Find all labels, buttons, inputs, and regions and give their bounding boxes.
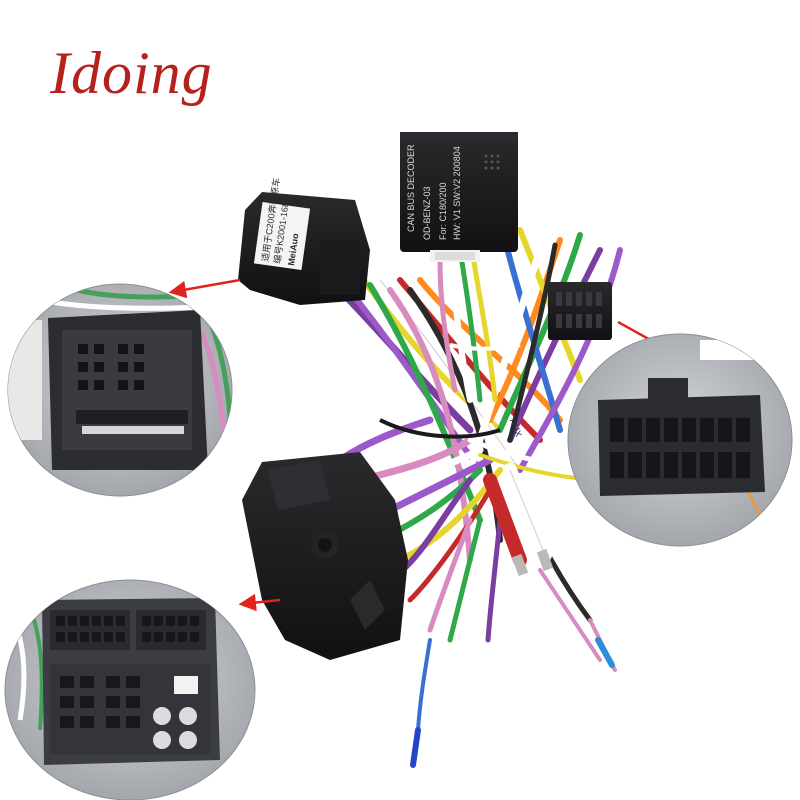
speaker-grille (484, 154, 500, 170)
wire-tips (410, 637, 617, 768)
main-harness-connector: 适用于C200奔驰原车 编号K2001-168 MeiAuo (238, 177, 370, 305)
arrow-left-icon (238, 593, 281, 612)
inset-left-connector-closeup (7, 283, 233, 497)
inset-right-connector-closeup (567, 333, 793, 547)
cable-ties (379, 343, 521, 439)
decoder-fitment: For: C180/200 (438, 182, 448, 240)
vehicle-side-connector (242, 452, 408, 660)
can-bus-decoder-box: CAN BUS DECODER OD-BENZ-03 For: C180/200… (400, 132, 518, 262)
decoder-version: HW: V1 SW:V2 200804 (452, 146, 462, 240)
connector-label-line3: MeiAuo (286, 232, 300, 266)
arrow-left-icon (168, 278, 241, 299)
decoder-model: OD-BENZ-03 (422, 186, 432, 240)
sixteen-pin-connector (548, 282, 612, 340)
inset-bottom-connector-closeup (4, 579, 256, 800)
brand-logo: Idoing (50, 40, 213, 106)
rca-plugs (483, 463, 554, 577)
decoder-title: CAN BUS DECODER (406, 144, 416, 232)
